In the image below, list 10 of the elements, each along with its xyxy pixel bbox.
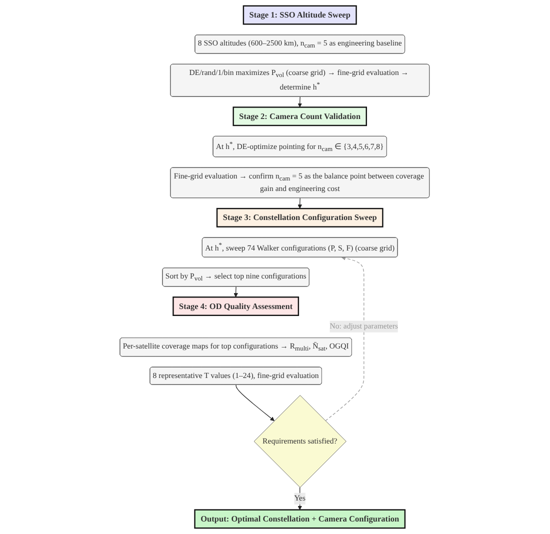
node-box: Stage 3: Constellation Configuration Sweep (216, 208, 384, 228)
node-box: Stage 1: SSO Altitude Sweep (243, 5, 358, 25)
node-box: Stage 4: OD Quality Assessment (172, 296, 300, 316)
node-box: Stage 2: Camera Count Validation (233, 106, 368, 126)
arrow (298, 198, 302, 209)
arrow (236, 384, 275, 422)
arrow (298, 96, 302, 108)
node-box: Output: Optimal Constellation + Camera Configuration (194, 509, 406, 529)
arrow (325, 256, 365, 422)
arrow (234, 286, 238, 298)
